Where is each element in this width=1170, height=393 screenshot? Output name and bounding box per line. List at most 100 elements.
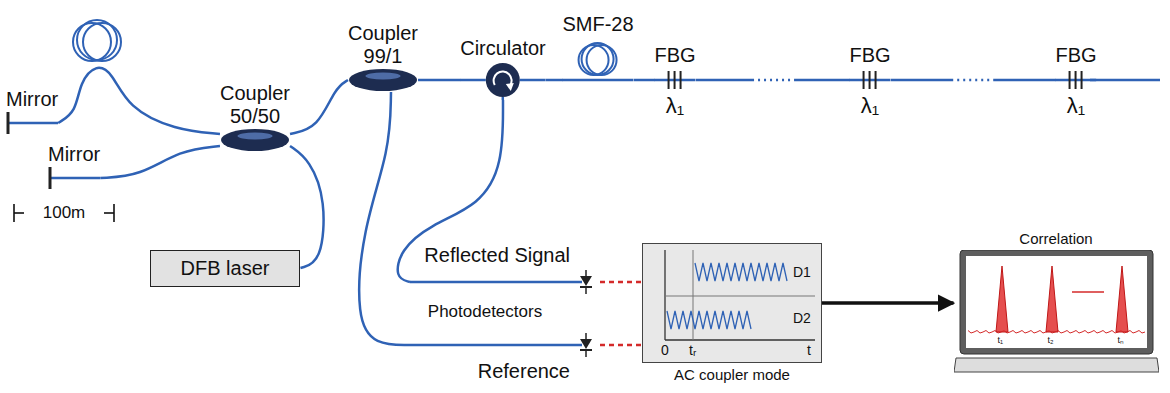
coupler-gloss [365, 73, 400, 80]
signal-cable [600, 344, 642, 347]
laser-box: DFB laser [150, 250, 301, 287]
length-dimension-marks [14, 204, 114, 222]
correlation-peak [1116, 266, 1128, 332]
delay-marker [693, 250, 694, 340]
optical-fiber [696, 79, 850, 82]
length-dimension: 100m [43, 203, 86, 223]
scope-traces [643, 244, 821, 362]
device-label: DFB laser [181, 257, 270, 280]
threshold-line [1072, 291, 1104, 293]
diode-lead [585, 287, 587, 294]
oscilloscope: D1D20tᵣtAC coupler mode [642, 243, 822, 383]
laptop-drawing [954, 250, 1159, 375]
fiber-stub [562, 79, 633, 82]
grating-line [863, 71, 865, 89]
coupler-symbol [348, 68, 418, 92]
grating-label: FBG [1055, 44, 1096, 67]
dimension-stub [14, 212, 24, 214]
optical-fiber [58, 68, 220, 134]
laptop-body: t₁t₂tₙ [954, 250, 1159, 375]
grating-symbol [849, 67, 890, 93]
scope-screen: D1D20tᵣt [642, 243, 822, 363]
fiber-coupler: Coupler 50/50 [220, 82, 290, 152]
grating-label: FBG [654, 44, 695, 67]
screen-frame [960, 250, 1153, 354]
optical-fiber [100, 146, 220, 178]
circulator-label: Circulator [460, 37, 546, 60]
circulator-arrow-head [506, 83, 514, 91]
peak-label: t₁ [998, 336, 1004, 345]
channel-label: D1 [793, 264, 811, 280]
photodiode-symbol [410, 330, 600, 360]
fiber-stub [410, 281, 582, 284]
optical-fiber [418, 79, 460, 82]
screen-area [966, 256, 1147, 348]
fiber-spool: SMF-28 [562, 13, 633, 86]
axis-label: 0 [661, 342, 669, 358]
grating-line [668, 71, 670, 89]
fiber-stub [9, 122, 58, 125]
signal-cable [600, 281, 642, 284]
circulator-body [486, 63, 520, 97]
peak-label: tₙ [1118, 336, 1125, 345]
signal-label: Reference [478, 360, 570, 383]
delay-coil [73, 20, 121, 61]
mirror-label: Mirror [6, 88, 58, 111]
coupler-label: Coupler 99/1 [348, 22, 418, 68]
coupler-body [221, 129, 289, 151]
optical-fiber [290, 80, 348, 134]
fiber-coupler: Coupler 99/1 [348, 22, 418, 92]
photodetector: Reflected Signal [410, 244, 600, 297]
time-axis [664, 250, 665, 340]
coupler-symbol [220, 128, 290, 152]
photodetector: Reference [410, 330, 600, 383]
laptop-base [954, 358, 1159, 372]
time-axis [665, 339, 815, 340]
channel-divider [665, 296, 815, 297]
signal-label: Reflected Signal [424, 244, 570, 267]
optical-fiber [634, 79, 655, 82]
d2-waveform [667, 311, 751, 329]
mirror-label: Mirror [48, 143, 100, 166]
photodiode-symbol [410, 267, 600, 297]
grating-line [1081, 71, 1083, 89]
correlation-peak [1046, 266, 1058, 332]
fiber-tail [1090, 79, 1160, 82]
coupler-body [349, 69, 417, 91]
laptop: Correlationt₁t₂tₙ [954, 230, 1159, 374]
correlation-peak [996, 266, 1008, 332]
flow-arrow [822, 301, 954, 305]
grating-line [1075, 71, 1077, 89]
diode-triangle [580, 276, 592, 286]
grating-line [674, 71, 676, 89]
fiber-stub [520, 79, 546, 82]
optical-fiber [546, 79, 563, 82]
channel-label: D2 [793, 310, 811, 326]
panel-caption: AC coupler mode [674, 366, 790, 383]
wavelength-label: λ₁ [666, 93, 684, 118]
optical-circulator: Circulator [460, 37, 546, 100]
grating-line [875, 71, 877, 89]
wavelength-label: λ₁ [1067, 93, 1085, 118]
fiber-stub [460, 79, 486, 82]
spool-loop [579, 45, 609, 75]
mirror-face [49, 167, 52, 189]
grating-line [1069, 71, 1071, 89]
coil-loop [73, 23, 111, 61]
grating-symbol [654, 67, 695, 93]
grating-line [869, 71, 871, 89]
mirror-symbol [48, 166, 100, 190]
fiber-stub [502, 97, 505, 100]
mirror-face [7, 112, 10, 134]
wavelength-label: λ₁ [861, 93, 879, 118]
grating-symbol [1055, 67, 1096, 93]
diode-lead [585, 270, 587, 276]
fiber-bragg-grating: FBG λ₁ [654, 44, 695, 118]
mirror: Mirror [6, 88, 58, 135]
fiber-stub [410, 344, 582, 347]
mirror: Mirror [48, 143, 100, 190]
grating-line [680, 71, 682, 89]
group-label: Photodetectors [428, 302, 542, 322]
optical-fiber [359, 92, 410, 345]
